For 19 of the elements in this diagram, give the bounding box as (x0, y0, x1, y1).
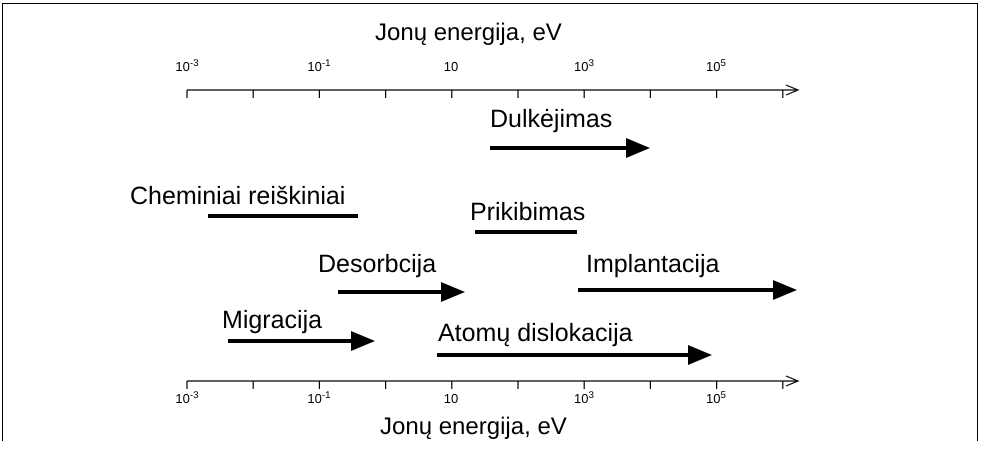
tick-label: 10 (444, 392, 458, 405)
tick-label: 10$^{3}$ (574, 392, 594, 405)
tick-label: 10$^{5}$ (706, 392, 726, 405)
range-label: Desorbcija (318, 249, 436, 279)
tick-label: 10$^{5}$ (706, 60, 726, 73)
range-label: Implantacija (586, 249, 720, 279)
tick-label: 10$^{-3}$ (175, 60, 199, 73)
range-label: Atomų dislokacija (438, 318, 633, 348)
axis-title: Jonų energija, eV (375, 19, 562, 47)
range-label: Dulkėjimas (490, 104, 612, 134)
tick-label: 10$^{-1}$ (307, 60, 331, 73)
range-label: Cheminiai reiškiniai (130, 181, 346, 211)
tick-label: 10 (444, 60, 458, 73)
tick-label: 10$^{-3}$ (175, 392, 199, 405)
range-label: Prikibimas (470, 197, 586, 227)
range-label: Migracija (222, 305, 322, 335)
tick-label: 10$^{-1}$ (307, 392, 331, 405)
tick-label: 10$^{3}$ (574, 60, 594, 73)
axis-title: Jonų energija, eV (380, 413, 567, 441)
